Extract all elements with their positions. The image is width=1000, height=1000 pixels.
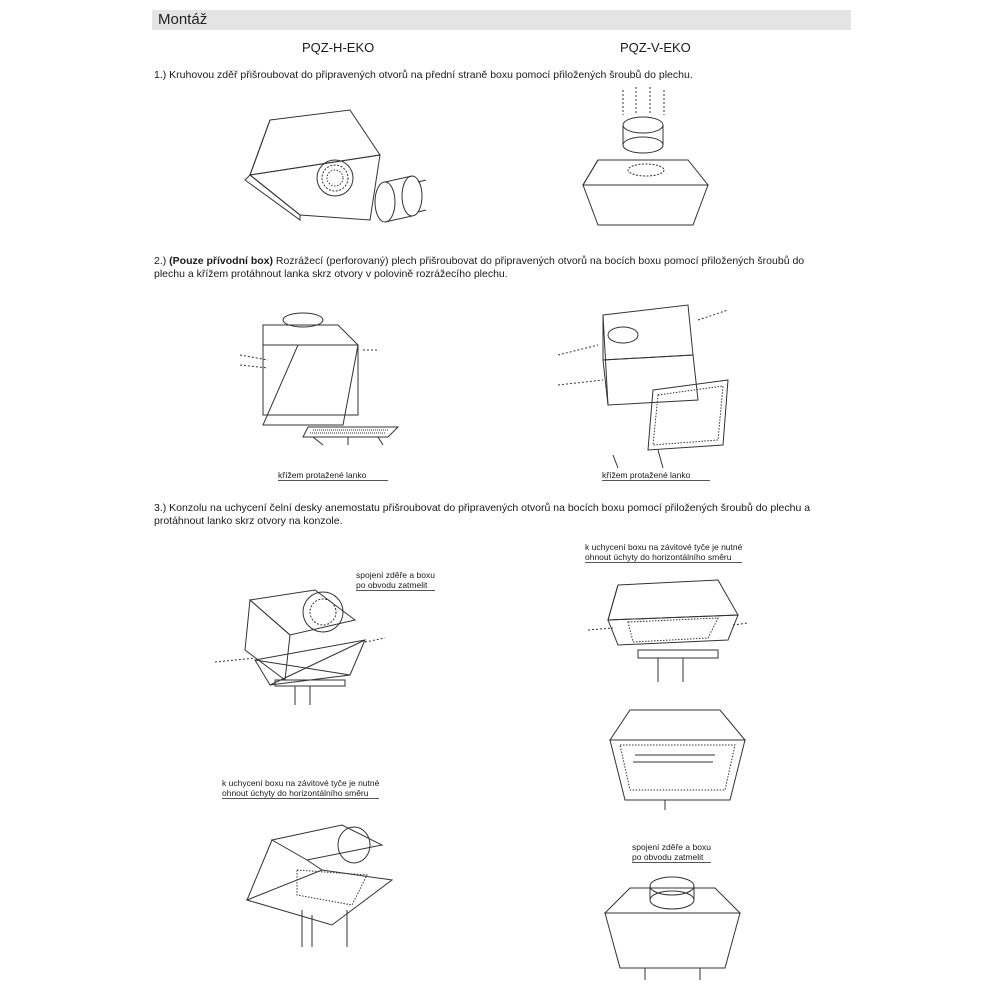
figure-v-box-bracket (587, 570, 749, 685)
figure-h-box-collar (230, 100, 430, 230)
figure-h-box-underside (242, 815, 407, 955)
section-title: Montáž (158, 11, 208, 28)
figure-v-box-sealed (600, 868, 750, 983)
callout-spojeni-line2: po obvodu zatmelit (356, 580, 435, 591)
figure-h-box-bracket (214, 580, 386, 710)
step-2-line1: Rozrážecí (perforovaný) plech přišroubov… (273, 255, 805, 267)
callout-uchyceni-top-right: k uchycení boxu na závitové tyče je nutn… (585, 542, 743, 563)
step-2-bold: (Pouze přívodní box) (169, 255, 274, 267)
callout-uchyceni-line2: ohnout úchyty do horizontálního směru (222, 788, 380, 799)
callout-uchyceni-line2: ohnout úchyty do horizontálního směru (585, 552, 743, 563)
callout-spojeni-line2: po obvodu zatmelit (632, 852, 711, 863)
section-header-bar: Montáž (152, 10, 851, 30)
step-3-text: 3.) Konzolu na uchycení čelní desky anem… (154, 502, 854, 528)
callout-spojeni-bottom-right: spojení zděře a boxu po obvodu zatmelit (632, 842, 711, 863)
figure-v-box-collar (578, 85, 718, 235)
figure-v-box-perforated (557, 300, 748, 469)
callout-uchyceni-bottom-left: k uchycení boxu na závitové tyče je nutn… (222, 778, 380, 799)
column-heading-right: PQZ-V-EKO (620, 40, 691, 55)
step-2-prefix: 2.) (154, 255, 170, 267)
step-3-line1: 3.) Konzolu na uchycení čelní desky anem… (154, 502, 811, 514)
callout-spojeni-top-left: spojení zděře a boxu po obvodu zatmelit (356, 570, 435, 591)
callout-spojeni-line1: spojení zděře a boxu (356, 570, 435, 580)
column-heading-left: PQZ-H-EKO (302, 40, 375, 55)
step-2-text: 2.) (Pouze přívodní box) Rozrážecí (perf… (154, 255, 854, 281)
callout-uchyceni-line1: k uchycení boxu na závitové tyče je nutn… (222, 778, 380, 788)
callout-krizem-right: křížem protažené lanko (602, 470, 710, 481)
step-1-text: 1.) Kruhovou zděř přišroubovat do připra… (154, 69, 693, 81)
callout-krizem-left: křížem protažené lanko (278, 470, 388, 481)
figure-h-box-perforated (238, 305, 403, 446)
figure-v-box-underside (605, 700, 750, 810)
step-2-line2: plechu a křížem protáhnout lanka skrz ot… (154, 268, 508, 280)
callout-uchyceni-line1: k uchycení boxu na závitové tyče je nutn… (585, 542, 743, 552)
step-3-line2: protáhnout lanko skrz otvory na konzole. (154, 515, 343, 527)
callout-spojeni-line1: spojení zděře a boxu (632, 842, 711, 852)
